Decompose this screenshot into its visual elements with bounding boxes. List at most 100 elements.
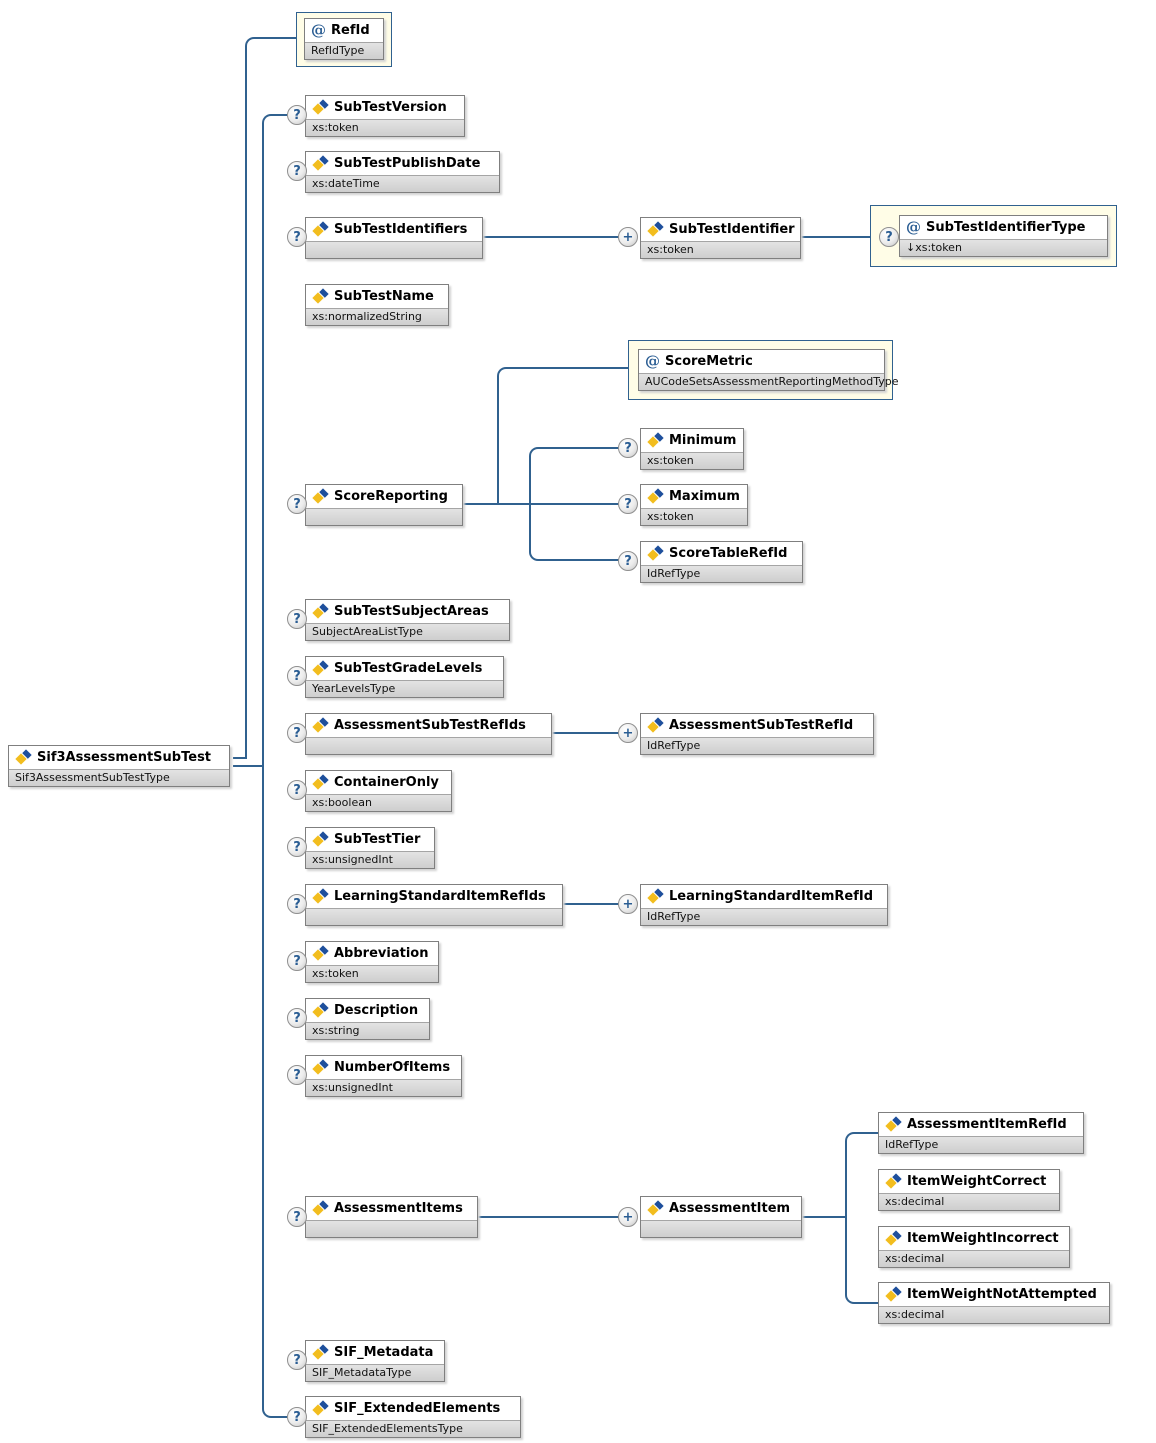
connector-line — [272, 1416, 287, 1418]
node-scoremetric[interactable]: @ScoreMetric AUCodeSetsAssessmentReporti… — [638, 349, 899, 391]
optional-indicator[interactable]: ? — [287, 227, 307, 247]
repeat-indicator[interactable]: + — [618, 227, 638, 247]
element-name: Description — [334, 1003, 419, 1018]
element-type — [306, 908, 562, 925]
repeat-indicator[interactable]: + — [618, 1207, 638, 1227]
optional-indicator[interactable]: ? — [618, 494, 638, 514]
element-name: LearningStandardItemRefId — [669, 889, 873, 904]
element-type: xs:token — [306, 119, 464, 136]
node-refid[interactable]: @RefId RefIdType — [304, 18, 384, 60]
element-type: xs:boolean — [306, 794, 451, 811]
element-icon — [647, 222, 664, 237]
connector-corner — [529, 549, 541, 561]
optional-indicator[interactable]: ? — [287, 1407, 307, 1427]
connector-line — [478, 1216, 620, 1218]
element-name: SIF_Metadata — [334, 1345, 434, 1360]
node-itemweightnotattempted[interactable]: ItemWeightNotAttempted xs:decimal — [878, 1282, 1110, 1324]
optional-indicator[interactable]: ? — [287, 494, 307, 514]
optional-indicator[interactable]: ? — [287, 837, 307, 857]
optional-indicator[interactable]: ? — [287, 951, 307, 971]
element-name: SubTestIdentifiers — [334, 222, 468, 237]
node-subtestsubjectareas[interactable]: SubTestSubjectAreas SubjectAreaListType — [305, 599, 510, 641]
element-type: AUCodeSetsAssessmentReportingMethodType — [639, 373, 899, 390]
node-assessmentsubtestrefid[interactable]: AssessmentSubTestRefId IdRefType — [640, 713, 874, 755]
node-subtestidentifiertype[interactable]: @SubTestIdentifierType ↓xs:token — [899, 215, 1108, 257]
optional-indicator[interactable]: ? — [287, 723, 307, 743]
node-sif3assessmentsubtest[interactable]: Sif3AssessmentSubTest Sif3AssessmentSubT… — [8, 745, 230, 787]
attribute-icon: @ — [311, 21, 326, 39]
connector-line — [262, 124, 264, 1408]
element-icon — [312, 604, 329, 619]
element-icon — [312, 889, 329, 904]
node-learningstandarditemrefid[interactable]: LearningStandardItemRefId IdRefType — [640, 884, 888, 926]
element-icon — [312, 289, 329, 304]
node-assessmentitems[interactable]: AssessmentItems — [305, 1196, 478, 1238]
element-name: SubTestVersion — [334, 100, 447, 115]
repeat-indicator[interactable]: + — [618, 723, 638, 743]
node-learningstandarditemrefids[interactable]: LearningStandardItemRefIds — [305, 884, 563, 926]
element-icon — [885, 1117, 902, 1132]
connector-line — [855, 1132, 878, 1134]
node-description[interactable]: Description xs:string — [305, 998, 430, 1040]
optional-indicator[interactable]: ? — [618, 551, 638, 571]
element-icon — [647, 718, 664, 733]
optional-indicator[interactable]: ? — [879, 227, 899, 247]
node-scoretablerefid[interactable]: ScoreTableRefId IdRefType — [640, 541, 803, 583]
node-numberofitems[interactable]: NumberOfItems xs:unsignedInt — [305, 1055, 462, 1097]
element-type: xs:token — [641, 452, 743, 469]
element-type: YearLevelsType — [306, 680, 503, 697]
node-itemweightcorrect[interactable]: ItemWeightCorrect xs:decimal — [878, 1169, 1060, 1211]
node-subtestname[interactable]: SubTestName xs:normalizedString — [305, 284, 449, 326]
optional-indicator[interactable]: ? — [287, 1065, 307, 1085]
optional-indicator[interactable]: ? — [287, 609, 307, 629]
element-icon — [647, 889, 664, 904]
connector-corner — [262, 114, 274, 126]
element-name: ScoreTableRefId — [669, 546, 788, 561]
node-sifextendedelements[interactable]: SIF_ExtendedElements SIF_ExtendedElement… — [305, 1396, 521, 1438]
element-type: xs:token — [641, 508, 747, 525]
element-type — [306, 508, 462, 525]
node-subtestgradelevels[interactable]: SubTestGradeLevels YearLevelsType — [305, 656, 504, 698]
connector-corner — [529, 447, 541, 459]
optional-indicator[interactable]: ? — [287, 894, 307, 914]
optional-indicator[interactable]: ? — [287, 1350, 307, 1370]
node-maximum[interactable]: Maximum xs:token — [640, 484, 748, 526]
element-icon — [885, 1231, 902, 1246]
optional-indicator[interactable]: ? — [287, 780, 307, 800]
node-subtestversion[interactable]: SubTestVersion xs:token — [305, 95, 465, 137]
element-name: ContainerOnly — [334, 775, 439, 790]
optional-indicator[interactable]: ? — [287, 161, 307, 181]
node-subtestpublishdate[interactable]: SubTestPublishDate xs:dateTime — [305, 151, 500, 193]
connector-line — [233, 757, 246, 759]
element-type: xs:normalizedString — [306, 308, 448, 325]
optional-indicator[interactable]: ? — [287, 1207, 307, 1227]
repeat-indicator[interactable]: + — [618, 894, 638, 914]
element-type: xs:decimal — [879, 1193, 1059, 1210]
optional-indicator[interactable]: ? — [287, 1008, 307, 1028]
optional-indicator[interactable]: ? — [287, 666, 307, 686]
element-icon — [312, 718, 329, 733]
node-itemweightincorrect[interactable]: ItemWeightIncorrect xs:decimal — [878, 1226, 1070, 1268]
node-sifmetadata[interactable]: SIF_Metadata SIF_MetadataType — [305, 1340, 445, 1382]
node-assessmentitemrefid[interactable]: AssessmentItemRefId IdRefType — [878, 1112, 1084, 1154]
node-subtesttier[interactable]: SubTestTier xs:unsignedInt — [305, 827, 435, 869]
node-subtestidentifier[interactable]: SubTestIdentifier xs:token — [640, 217, 801, 259]
node-subtestidentifiers[interactable]: SubTestIdentifiers — [305, 217, 483, 259]
node-assessmentsubtestrefids[interactable]: AssessmentSubTestRefIds — [305, 713, 552, 755]
connector-corner — [845, 1292, 857, 1304]
node-containeronly[interactable]: ContainerOnly xs:boolean — [305, 770, 452, 812]
connector-line — [255, 37, 296, 39]
element-type: xs:unsignedInt — [306, 1079, 461, 1096]
element-type: SIF_MetadataType — [306, 1364, 444, 1381]
node-assessmentitem[interactable]: AssessmentItem — [640, 1196, 802, 1238]
node-scorereporting[interactable]: ScoreReporting — [305, 484, 463, 526]
connector-corner — [262, 1406, 274, 1418]
element-name: SIF_ExtendedElements — [334, 1401, 501, 1416]
node-minimum[interactable]: Minimum xs:token — [640, 428, 744, 470]
element-type — [641, 1220, 801, 1237]
optional-indicator[interactable]: ? — [618, 438, 638, 458]
element-icon — [312, 1060, 329, 1075]
optional-indicator[interactable]: ? — [287, 105, 307, 125]
connector-line — [483, 236, 620, 238]
node-abbreviation[interactable]: Abbreviation xs:token — [305, 941, 439, 983]
